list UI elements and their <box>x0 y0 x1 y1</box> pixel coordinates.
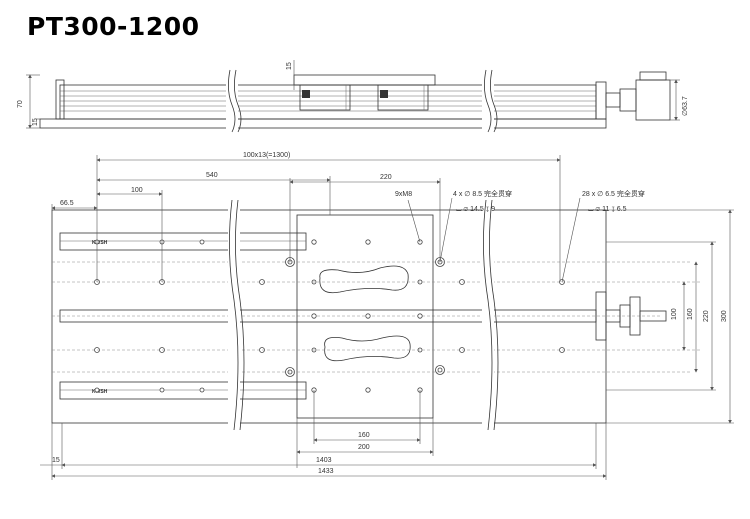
side-coupling <box>605 92 621 108</box>
dim-100-right: 100 <box>671 308 678 320</box>
label-cbore-a: ⌴ ∅ 14.5 ↧ 9 <box>456 206 495 213</box>
dim-200-bottom: 200 <box>358 444 370 451</box>
label-taps: 9xM8 <box>395 191 412 198</box>
side-left-endcap <box>55 79 65 120</box>
side-motor-flange <box>619 88 637 112</box>
dim-total-span: 100x13(=1300) <box>243 152 290 159</box>
dim-1433: 1433 <box>318 468 334 475</box>
dim-66-5: 66.5 <box>60 200 74 207</box>
dim-220-right: 220 <box>703 310 710 322</box>
dim-1403: 1403 <box>316 457 332 464</box>
side-right-endcap <box>595 81 607 120</box>
dim-top: 15 <box>286 62 293 70</box>
dim-220-top: 220 <box>380 174 392 181</box>
side-rail-body <box>59 84 597 120</box>
dim-100: 100 <box>131 187 143 194</box>
rail-logo-lower: KWSH <box>92 389 108 395</box>
dim-160-right: 160 <box>687 308 694 320</box>
rail-logo-upper: KWSH <box>92 240 108 246</box>
side-block-left <box>299 84 351 111</box>
dim-160-bottom: 160 <box>358 432 370 439</box>
side-carriage-plate <box>293 74 436 86</box>
top-base-plate <box>51 209 607 424</box>
dim-motor: ∅63.7 <box>682 96 689 116</box>
side-base-plate <box>39 118 607 129</box>
dim-300-right: 300 <box>721 310 728 322</box>
side-view: 70 15 15 ∅63.7 <box>17 60 689 133</box>
slot-upper <box>319 265 409 294</box>
side-motor <box>635 79 671 121</box>
dim-base: 15 <box>32 118 39 126</box>
side-block-right <box>377 84 429 111</box>
label-holes-a: 4 x ∅ 8.5 完全贯穿 <box>453 189 512 198</box>
top-rail-lower <box>59 381 307 400</box>
label-cbore-b: ⌴ ∅ 11 ↧ 6.5 <box>588 206 627 213</box>
dim-15-left: 15 <box>52 457 60 464</box>
dim-height: 70 <box>17 100 24 108</box>
top-carriage <box>296 214 434 419</box>
label-holes-b: 28 x ∅ 6.5 完全贯穿 <box>582 189 645 198</box>
top-rail-upper <box>59 232 307 251</box>
top-view: KWSH KWSH <box>40 152 734 480</box>
page-title: PT300-1200 <box>27 12 200 41</box>
dim-540: 540 <box>206 172 218 179</box>
slot-lower <box>324 335 411 362</box>
